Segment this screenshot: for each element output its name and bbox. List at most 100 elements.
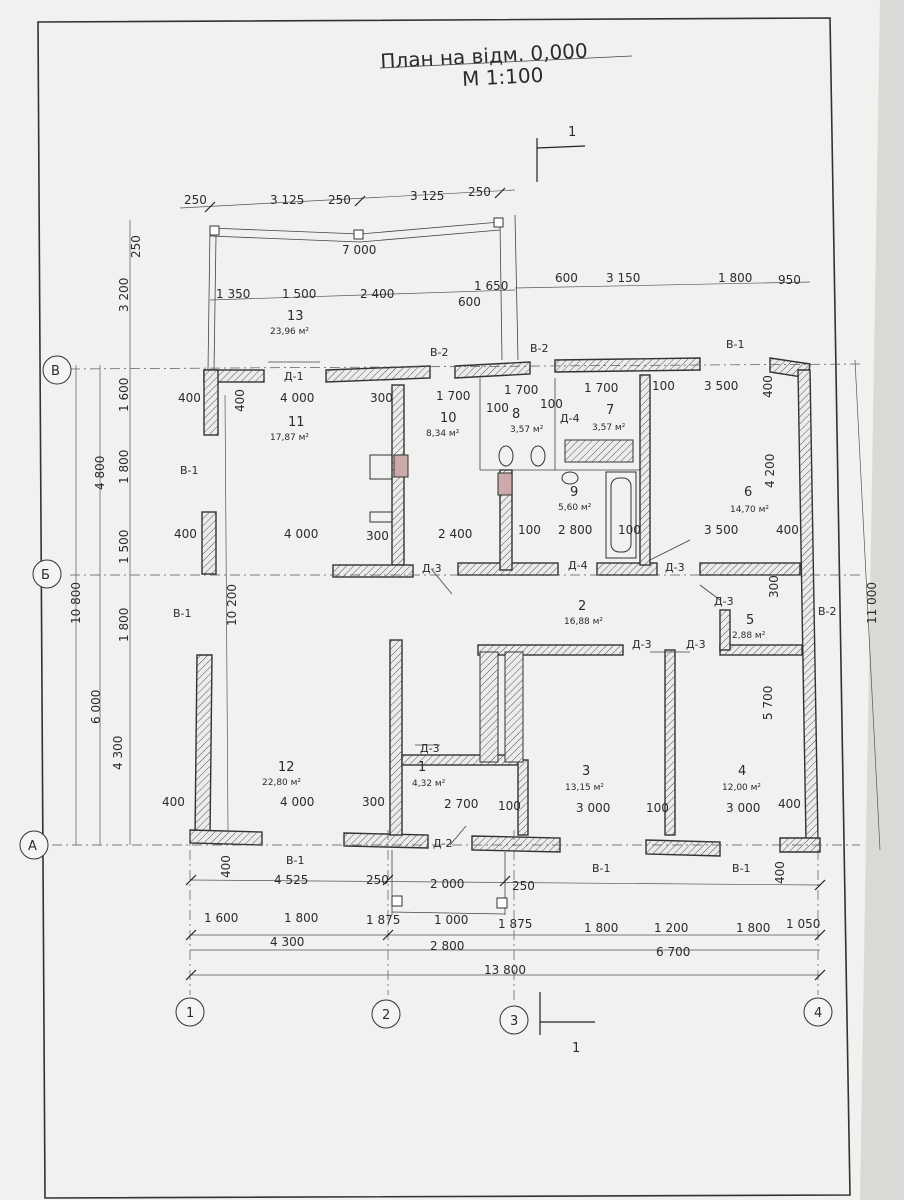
svg-text:400: 400 [233,389,247,412]
room-12: 12 22,80 м² [262,760,301,788]
svg-text:В-2: В-2 [818,605,837,618]
paper-page [0,0,880,1200]
svg-text:В-1: В-1 [286,854,305,867]
svg-text:6: 6 [744,485,752,500]
room-4: 4 12,00 м² [722,764,761,793]
svg-text:1 800: 1 800 [718,271,752,285]
svg-text:100: 100 [646,801,669,815]
svg-text:11 000: 11 000 [865,582,879,624]
svg-text:2,88 м²: 2,88 м² [732,631,766,641]
porch-top [207,214,519,371]
svg-text:300: 300 [370,391,393,405]
svg-text:400: 400 [178,391,201,405]
svg-text:Д-4: Д-4 [560,412,580,425]
svg-text:1 000: 1 000 [434,913,468,927]
walls [189,357,821,915]
svg-text:400: 400 [174,527,197,541]
svg-text:100: 100 [518,523,541,537]
axis-bubble-col-4: 4 [803,997,833,1027]
dims-bottom-porch: 400 4 525 250 2 000 250 400 [219,855,787,893]
svg-text:3: 3 [582,764,590,779]
svg-text:12: 12 [278,760,295,775]
dimension-lines [75,189,881,976]
svg-text:9: 9 [570,485,578,500]
svg-text:3: 3 [510,1014,518,1029]
dims-left: 250 3 200 1 600 1 800 1 500 1 800 4 300 … [69,235,239,770]
svg-text:3,57 м²: 3,57 м² [592,423,626,433]
svg-text:1 600: 1 600 [117,378,131,412]
svg-text:13 800: 13 800 [484,963,526,977]
svg-text:1 800: 1 800 [117,450,131,484]
svg-text:В-1: В-1 [726,338,745,351]
svg-text:А: А [28,839,37,854]
svg-text:1 700: 1 700 [436,389,470,403]
svg-text:1 800: 1 800 [584,921,618,935]
axis-bubble-row-b: Б [32,559,62,589]
svg-text:250: 250 [129,235,143,258]
svg-text:600: 600 [458,295,481,309]
svg-text:4 300: 4 300 [270,935,304,949]
axis-bubble-col-2: 2 [371,999,401,1029]
room-13: 13 23,96 м² [270,309,309,337]
svg-text:250: 250 [184,193,207,207]
svg-text:Д-3: Д-3 [714,595,734,608]
room-3: 3 13,15 м² [565,764,604,793]
svg-text:2 400: 2 400 [360,287,394,301]
svg-text:400: 400 [778,797,801,811]
dims-bottom-total: 13 800 [484,963,526,977]
svg-text:1 500: 1 500 [117,530,131,564]
svg-text:Б: Б [41,568,50,583]
svg-text:3 500: 3 500 [704,379,738,393]
svg-text:600: 600 [555,271,578,285]
svg-text:1 875: 1 875 [498,917,532,931]
svg-text:В-2: В-2 [530,342,549,355]
dimension-ticks [185,187,826,981]
svg-text:Д-3: Д-3 [686,638,706,651]
svg-text:100: 100 [652,379,675,393]
svg-text:400: 400 [773,861,787,884]
svg-text:4 525: 4 525 [274,873,308,887]
svg-text:2 800: 2 800 [430,939,464,953]
svg-text:10 200: 10 200 [225,584,239,626]
svg-text:300: 300 [366,529,389,543]
drawing-frame [37,17,851,1199]
dims-top-porch: 250 3 125 250 3 125 250 7 000 [184,185,491,257]
svg-text:1 875: 1 875 [366,913,400,927]
axis-bubble-row-a: А [19,830,49,860]
room-6: 6 14,70 м² [730,485,769,515]
svg-text:6 700: 6 700 [656,945,690,959]
svg-text:5: 5 [746,613,754,628]
dims-room-widths-lower: 400 4 000 300 2 700 100 3 000 100 3 000 … [162,795,801,815]
axis-bubble-col-1: 1 [175,997,205,1027]
svg-text:3 125: 3 125 [410,189,444,203]
room-2: 2 16,88 м² [564,599,603,627]
svg-text:2 700: 2 700 [444,797,478,811]
svg-text:17,87 м²: 17,87 м² [270,433,309,443]
svg-text:1 600: 1 600 [204,911,238,925]
dims-bottom-row2: 4 300 2 800 6 700 [270,935,690,959]
svg-text:22,80 м²: 22,80 м² [262,778,301,788]
svg-text:10 800: 10 800 [69,582,83,624]
svg-text:7 000: 7 000 [342,243,376,257]
svg-text:3 150: 3 150 [606,271,640,285]
svg-text:23,96 м²: 23,96 м² [270,327,309,337]
svg-text:1: 1 [186,1006,194,1021]
svg-text:2: 2 [578,599,586,614]
svg-text:5 700: 5 700 [761,686,775,720]
section-mark-bottom: 1 [572,1041,580,1056]
svg-text:4 200: 4 200 [763,454,777,488]
svg-text:16,88 м²: 16,88 м² [564,617,603,627]
svg-text:2 000: 2 000 [430,877,464,891]
svg-text:250: 250 [328,193,351,207]
svg-text:100: 100 [618,523,641,537]
svg-text:950: 950 [778,273,801,287]
grid-axes [52,363,861,1000]
dims-right: 4 200 300 5 700 11 000 [761,454,879,720]
svg-text:В-1: В-1 [180,464,199,477]
svg-text:Д-3: Д-3 [632,638,652,651]
svg-text:12,00 м²: 12,00 м² [722,783,761,793]
dims-room-widths-mid: 400 4 000 300 2 400 100 2 800 100 3 500 … [174,523,799,543]
svg-text:10: 10 [440,411,457,426]
svg-text:100: 100 [486,401,509,415]
svg-text:14,70 м²: 14,70 м² [730,505,769,515]
